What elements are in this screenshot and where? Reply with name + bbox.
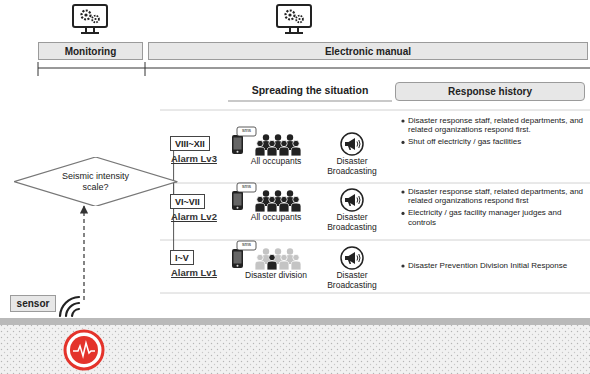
timeline-tick xyxy=(38,62,39,76)
broadcast-label: Disaster Broadcasting xyxy=(317,157,387,177)
node-text: I~V xyxy=(175,253,189,263)
heading-underline xyxy=(228,100,392,102)
sms-bubble xyxy=(237,183,256,192)
alarm-level-label: Alarm Lv2 xyxy=(171,211,217,222)
phone-icon xyxy=(232,135,243,154)
response-item: Electricity / gas facility manager judge… xyxy=(408,208,586,226)
bullet-dot xyxy=(401,119,404,122)
heartbeat-line xyxy=(73,343,95,356)
response-item: Shut off electricity / gas facilities xyxy=(408,137,586,146)
timeline-tick xyxy=(145,62,146,76)
response-item: Disaster response staff, related departm… xyxy=(408,116,586,134)
bullet-dot xyxy=(401,190,404,193)
node-text: Monitoring xyxy=(65,46,117,57)
response-item: Disaster Prevention Division Initial Res… xyxy=(408,261,586,270)
people-icon xyxy=(255,134,301,156)
ground xyxy=(0,325,590,374)
intensity-box: I~VAlarm Lv1 xyxy=(170,250,194,265)
sms-text: sms xyxy=(237,128,256,134)
row-separator xyxy=(160,240,590,241)
row-separator xyxy=(160,110,590,111)
alarm-level-label: Alarm Lv3 xyxy=(171,153,217,164)
ground-texture xyxy=(0,325,590,374)
bullet-dot xyxy=(401,212,404,215)
sensor-device xyxy=(65,331,103,369)
timeline xyxy=(38,68,590,69)
node-text: VIII~XII xyxy=(175,139,205,149)
node-text: Seismic intensity scale? xyxy=(54,171,138,192)
people-icon xyxy=(255,248,301,270)
column-header: Response history xyxy=(395,82,585,101)
ground-surface xyxy=(0,318,590,325)
diamond-shape xyxy=(14,157,177,206)
monitor-icon xyxy=(277,5,311,33)
recipient-label: All occupants xyxy=(226,157,326,167)
phone-icon xyxy=(232,249,243,268)
broadcast-label: Disaster Broadcasting xyxy=(317,271,387,291)
recipient-label: All occupants xyxy=(226,213,326,223)
intensity-box: VIII~XIIAlarm Lv3 xyxy=(170,136,210,151)
people-icon xyxy=(255,190,301,212)
row-separator xyxy=(160,183,590,184)
row-separator xyxy=(160,293,590,294)
node-text: sensor xyxy=(17,298,50,309)
sms-bubble xyxy=(237,127,256,136)
sms-text: sms xyxy=(237,184,256,190)
alarm-level-label: Alarm Lv1 xyxy=(171,267,217,278)
sms-text: sms xyxy=(237,242,256,248)
sensor-label: sensor xyxy=(10,295,56,312)
signal-waves xyxy=(60,297,79,316)
response-item: Disaster response staff, related departm… xyxy=(408,187,586,205)
intensity-box: VI~VIIAlarm Lv2 xyxy=(170,194,205,209)
decision-diamond: Seismic intensity scale? xyxy=(14,157,177,206)
recipient-label: Disaster division xyxy=(226,271,326,281)
node-text: Response history xyxy=(448,86,532,97)
column-heading: Spreading the situation xyxy=(225,84,395,96)
phone-icon xyxy=(232,191,243,210)
sensor-core xyxy=(70,336,98,364)
stage-box: Monitoring xyxy=(38,42,143,60)
broadcast-label: Disaster Broadcasting xyxy=(317,213,387,233)
broadcast-icon xyxy=(341,247,363,269)
node-text: Electronic manual xyxy=(325,46,411,57)
bullet-dot xyxy=(401,264,404,267)
signal-arrow xyxy=(83,206,84,300)
broadcast-icon xyxy=(341,133,363,155)
stage-box: Electronic manual xyxy=(148,42,588,60)
sms-bubble xyxy=(237,241,256,250)
monitor-icon xyxy=(73,5,107,33)
node-text: VI~VII xyxy=(175,197,200,207)
bullet-dot xyxy=(401,141,404,144)
broadcast-icon xyxy=(341,189,363,211)
